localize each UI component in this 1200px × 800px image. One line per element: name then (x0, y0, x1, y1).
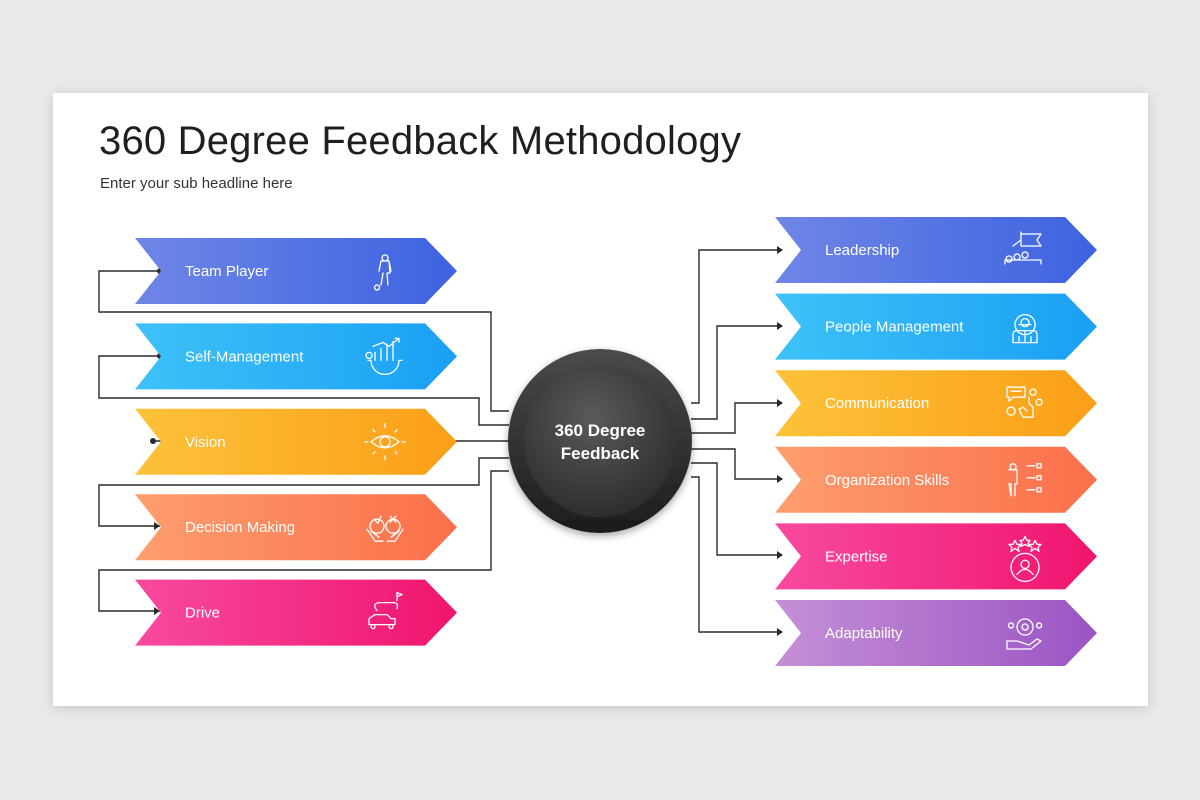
label-vision: Vision (185, 434, 226, 451)
arrow-shape-self-management (135, 323, 457, 390)
eye-icon (364, 423, 406, 461)
arrow-communication: Communication (775, 370, 1097, 437)
arrow-team-player: Team Player (135, 238, 457, 304)
center-hub: 360 Degree Feedback (508, 349, 692, 533)
connector-self-management (98, 355, 509, 426)
connector-lines (98, 246, 783, 636)
label-adaptability: Adaptability (825, 625, 903, 642)
label-expertise: Expertise (825, 548, 888, 565)
connector-leadership (691, 249, 782, 404)
connector-team-player (98, 270, 509, 412)
center-title-line2: Feedback (561, 444, 640, 463)
slide-subtitle: Enter your sub headline here (100, 175, 293, 192)
arrow-shape-adaptability (775, 600, 1097, 666)
label-drive: Drive (185, 605, 220, 622)
connector-communication (691, 402, 782, 434)
label-decision-making: Decision Making (185, 519, 295, 536)
connector-drive (98, 470, 509, 612)
arrow-shape-communication (775, 370, 1097, 437)
star-person-icon (1008, 535, 1042, 582)
checklist-person-icon (1008, 463, 1042, 497)
slide-title: 360 Degree Feedback Methodology (99, 119, 742, 163)
arrow-shape-expertise (775, 523, 1097, 590)
left-arrows: Team PlayerSelf-ManagementVisionDecision… (135, 238, 457, 646)
arrow-expertise: Expertise (775, 523, 1097, 590)
decision-hands-icon (366, 515, 404, 542)
hand-gear-icon (1006, 618, 1043, 650)
connector-decision-making (98, 457, 509, 527)
label-organization-skills: Organization Skills (825, 472, 949, 489)
arrow-people-management: People Management (775, 293, 1097, 360)
growth-gear-icon (365, 337, 403, 375)
arrow-adaptability: Adaptability (775, 600, 1097, 666)
arrow-shape-vision (135, 408, 457, 475)
connector-adaptability (691, 476, 782, 633)
arrow-shape-drive (135, 579, 457, 646)
label-communication: Communication (825, 395, 929, 412)
leader-flag-icon (1004, 231, 1042, 265)
connector-expertise (691, 462, 782, 556)
slide: 360 Degree Feedback Methodology Enter yo… (53, 93, 1148, 706)
arrow-self-management: Self-Management (135, 323, 457, 390)
connector-organization-skills (691, 448, 782, 480)
arrow-vision: Vision (135, 408, 457, 475)
soccer-player-icon (373, 254, 392, 291)
center-title-line1: 360 Degree (555, 421, 646, 440)
arrow-organization-skills: Organization Skills (775, 446, 1097, 513)
arrow-shape-team-player (135, 238, 457, 304)
touch-chat-icon (1006, 386, 1043, 418)
arrow-shape-organization-skills (775, 446, 1097, 513)
label-team-player: Team Player (185, 263, 268, 280)
arrow-drive: Drive (135, 579, 457, 646)
arrow-leadership: Leadership (775, 217, 1097, 283)
label-leadership: Leadership (825, 242, 899, 259)
label-people-management: People Management (825, 319, 964, 336)
arrow-shape-leadership (775, 217, 1097, 283)
car-route-icon (368, 591, 403, 630)
team-gear-icon (1012, 313, 1038, 344)
arrow-shape-decision-making (135, 494, 457, 561)
connector-people-management (691, 325, 782, 420)
feedback-diagram: Team PlayerSelf-ManagementVisionDecision… (98, 217, 1097, 666)
label-self-management: Self-Management (185, 348, 304, 365)
arrow-decision-making: Decision Making (135, 494, 457, 561)
